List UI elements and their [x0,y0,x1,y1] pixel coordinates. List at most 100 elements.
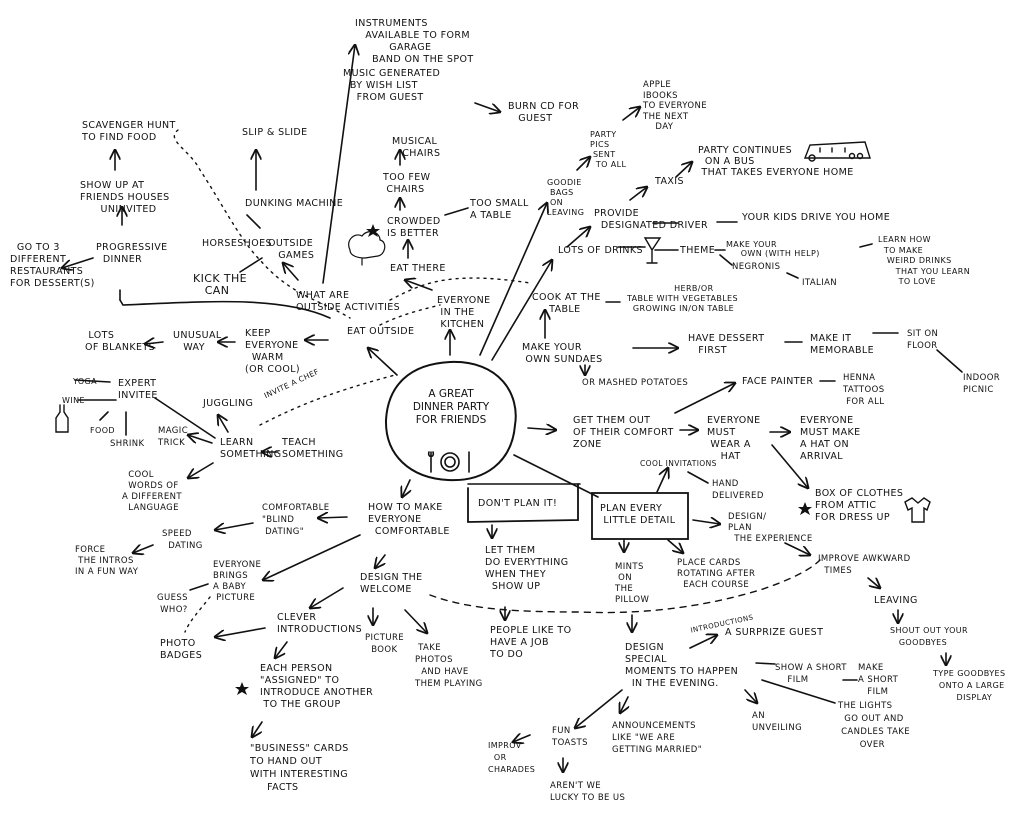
dashed-line [429,559,821,614]
node-magic: MAGIC TRICK [158,426,189,448]
node-place-cards: PLACE CARDS ROTATING AFTER EACH COURSE [677,558,756,590]
node-let-them: LET THEM DO EVERYTHING WHEN THEY SHOW UP [485,545,569,592]
node-learn-how: LEARN HOW TO MAKE WEIRD DRINKS THAT YOU … [878,235,971,286]
node-show-up: SHOW UP AT FRIENDS HOUSES UNINVITED [80,180,170,215]
node-table-veg: HERB/OR TABLE WITH VEGETABLES GROWING IN… [627,284,738,313]
node-fun-toasts: FUN TOASTS [552,726,588,748]
node-clever: CLEVER INTRODUCTIONS [277,612,363,635]
tshirt-icon [904,497,931,523]
plain-lines [74,207,963,704]
node-burn-cd: BURN CD FOR GUEST [508,101,580,124]
node-outside-games: OUTSIDE GAMES [268,238,315,261]
node-each-person: EACH PERSON "ASSIGNED" TO INTRODUCE ANOT… [260,663,374,710]
node-negronis: NEGRONIS [732,262,781,272]
node-goodie: GOODIE BAGS ON LEAVING [547,178,585,217]
node-mints: MINTS ON THE PILLOW [615,562,650,605]
node-announcements: ANNOUNCEMENTS LIKE "WE ARE GETTING MARRI… [612,721,703,755]
node-speed: SPEED DATING [162,529,203,551]
node-eat-there: EAT THERE [390,263,446,274]
node-arent: AREN'T WE LUCKY TO BE US [550,781,626,803]
node-improve: IMPROVE AWKWARD TIMES [818,554,911,576]
node-eat-outside: EAT OUTSIDE [347,326,415,337]
node-dunking: DUNKING MACHINE [245,198,344,209]
arrows [62,45,946,772]
node-photo-badges: PHOTO BADGES [160,638,203,661]
center-topic: A GREAT DINNER PARTY FOR FRIENDS [412,388,490,426]
node-horseshoes: HORSESHOES [202,238,272,249]
node-taxis: TAXIS [655,176,684,187]
node-instruments: INSTRUMENTS AVAILABLE TO FORM GARAGE BAN… [355,18,474,65]
node-musical-chairs: MUSICAL CHAIRS [392,136,441,159]
node-everyone-kitchen: EVERYONE IN THE KITCHEN [437,295,491,330]
node-music: MUSIC GENERATED BY WISH LIST FROM GUEST [343,68,441,103]
node-design-plan: DESIGN/ PLAN THE EXPERIENCE [728,512,813,544]
bus-icon [803,141,871,162]
node-baby: EVERYONE BRINGS A BABY PICTURE [213,560,262,603]
node-mashed: OR MASHED POTATOES [582,378,689,388]
node-force: FORCE THE INTROS IN A FUN WAY [75,545,139,577]
node-scavenger: SCAVENGER HUNT TO FIND FOOD [82,120,176,143]
node-surprise: A SURPRIZE GUEST [725,627,824,638]
wine-bottle-icon [55,404,69,433]
node-cook: COOK AT THE TABLE [532,292,601,315]
node-face-painter: FACE PAINTER [742,376,814,387]
node-unusual: UNUSUAL WAY [173,330,222,353]
node-leaving: LEAVING [874,595,918,606]
node-have-dessert: HAVE DESSERT FIRST [688,333,765,356]
node-make-film: MAKE A SHORT FILM [858,663,899,697]
node-crowded: CROWDED IS BETTER [387,216,441,239]
tree-icon [348,231,386,266]
node-lights: THE LIGHTS GO OUT AND CANDLES TAKE OVER [838,701,911,750]
node-too-small: TOO SMALL A TABLE [470,198,529,221]
node-party-pics: PARTY PICS SENT TO ALL [590,130,627,169]
node-lots-drinks: LOTS OF DRINKS [558,245,643,256]
node-theme: THEME [680,245,716,256]
node-what-are: WHAT ARE OUTSIDE ACTIVITIES [296,290,401,313]
node-learn: LEARN SOMETHING [220,437,282,460]
plan-every-box [591,492,689,540]
node-apple: APPLE iBOOKS TO EVERYONE THE NEXT DAY [643,80,708,132]
node-too-few: TOO FEW CHAIRS [383,172,431,195]
node-type-goodbyes: TYPE GOODBYES ONTO A LARGE DISPLAY [933,669,1006,702]
star-icon [235,224,812,695]
node-blind-dating: COMFORTABLE "BLIND DATING" [262,503,330,537]
node-guess: GUESS WHO? [157,593,188,615]
node-goto3: GO TO 3 DIFFERENT RESTAURANTS FOR DESSER… [10,242,95,289]
center-circle [384,360,517,482]
node-kick: KICK THE CAN [193,272,247,297]
node-get-them-out: GET THEM OUT OF THEIR COMFORT ZONE [573,415,674,450]
node-picture-book: PICTURE BOOK [365,633,405,655]
node-how-to: HOW TO MAKE EVERYONE COMFORTABLE [368,502,450,537]
node-slip: SLIP & SLIDE [242,127,308,138]
node-box-clothes: BOX OF CLOTHES FROM ATTIC FOR DRESS UP [815,488,904,523]
node-plan-every: PLAN EVERY LITTLE DETAIL [600,503,676,526]
node-design-welcome: DESIGN THE WELCOME [360,572,423,595]
node-food: FOOD [90,426,115,435]
node-hand: HAND DELIVERED [712,479,764,501]
node-make-own: MAKE YOUR OWN (WITH HELP) [726,240,820,258]
node-provide: PROVIDE DESIGNATED DRIVER [594,208,708,231]
node-shout: SHOUT OUT YOUR GOODBYES [890,626,969,647]
node-take-photos: TAKE PHOTOS AND HAVE THEM PLAYING [415,643,483,689]
node-cool-words: COOL WORDS OF A DIFFERENT LANGUAGE [122,470,182,513]
node-italian: ITALIAN [802,278,838,288]
node-design-special: DESIGN SPECIAL MOMENTS TO HAPPEN IN THE … [625,642,739,689]
node-unveiling: AN UNVEILING [752,711,803,733]
node-party-continues: PARTY CONTINUES ON A BUS THAT TAKES EVER… [698,145,854,178]
cocktail-glass-icon [643,237,662,264]
dont-plan-box [467,483,579,523]
node-wine: WINE [62,396,85,405]
node-progressive: PROGRESSIVE DINNER [96,242,168,265]
node-juggling: JUGGLING [203,398,254,409]
node-keep: KEEP EVERYONE WARM (OR COOL) [245,328,300,375]
node-shrink: SHRINK [110,439,145,449]
node-business: "BUSINESS" CARDS TO HAND OUT WITH INTERE… [250,743,349,793]
node-expert: EXPERT INVITEE [118,378,158,401]
node-memorable: MAKE IT MEMORABLE [810,333,875,356]
cutlery-plate-icon [427,451,470,473]
node-teach: TEACH SOMETHING [282,437,344,460]
node-indoor: INDOOR PICNIC [963,373,1001,395]
node-improv: IMPROV OR CHARADES [488,741,536,774]
